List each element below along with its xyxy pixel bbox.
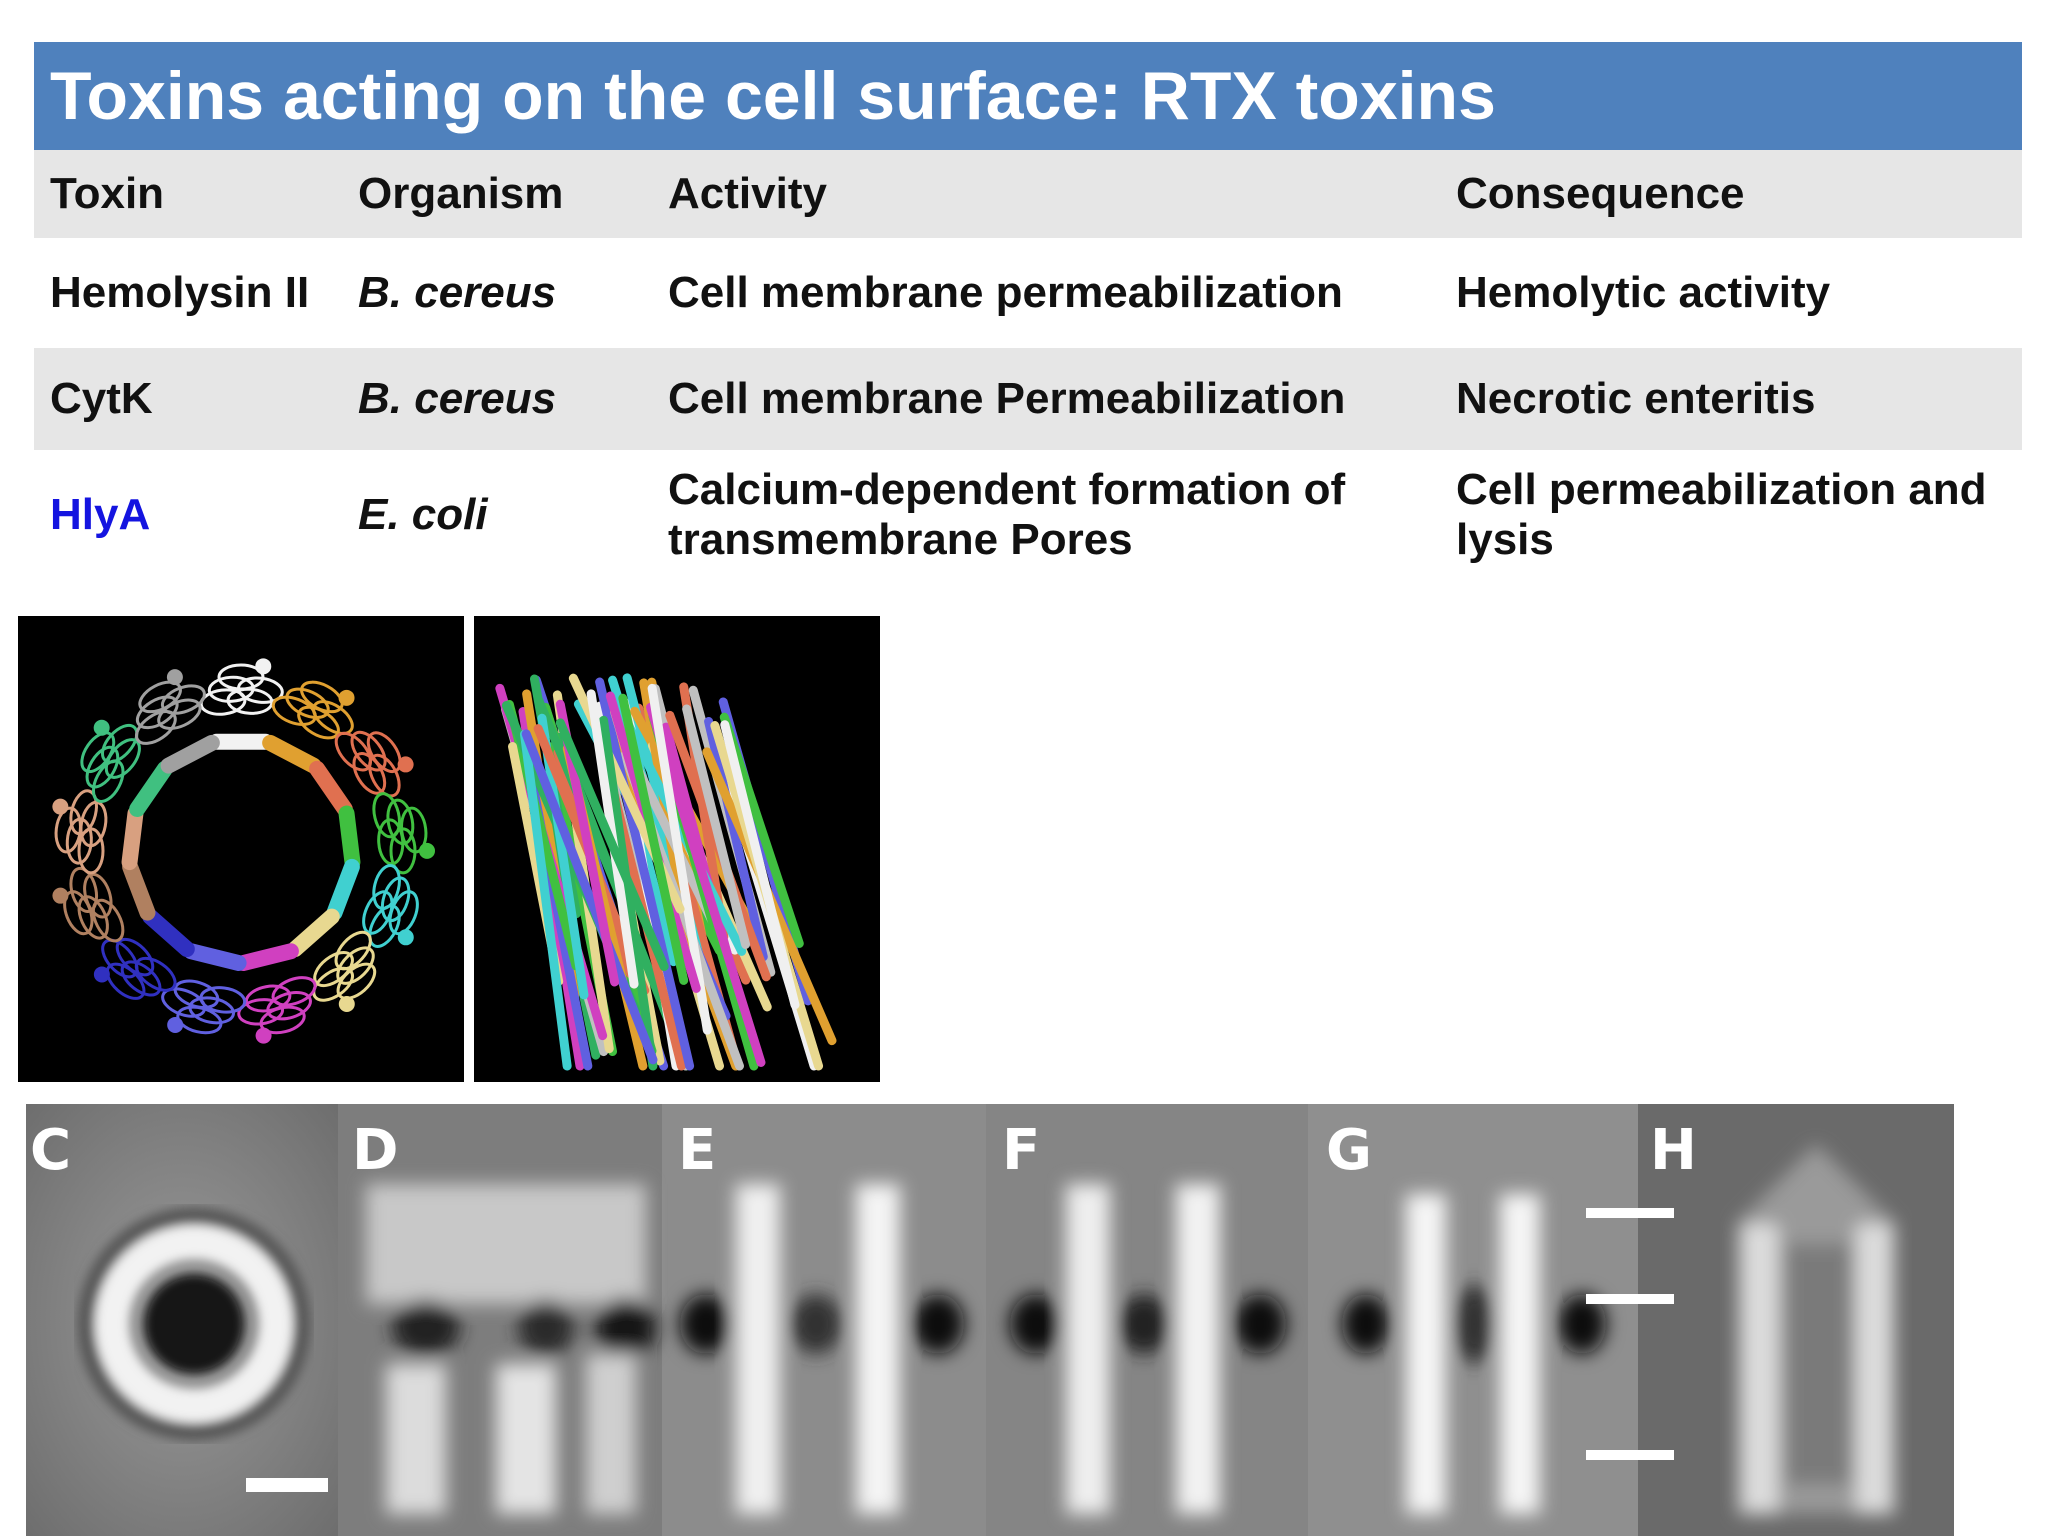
consequence-cell: Cell permeabilization and lysis bbox=[1456, 465, 1987, 564]
protein-bundle-image bbox=[474, 616, 880, 1082]
slide-title: Toxins acting on the cell surface: RTX t… bbox=[50, 58, 1496, 134]
organism-cell: B. cereus bbox=[358, 374, 557, 423]
toxin-cell: CytK bbox=[50, 374, 153, 423]
table-row: CytK B. cereus Cell membrane Permeabiliz… bbox=[34, 348, 2022, 450]
protein-ring-illustration bbox=[52, 658, 435, 1044]
toxin-cell: HlyA bbox=[50, 490, 151, 539]
activity-cell: Cell membrane Permeabilization bbox=[668, 374, 1346, 423]
table-header-row: Toxin Organism Activity Consequence bbox=[34, 150, 2022, 238]
table-row: Hemolysin II B. cereus Cell membrane per… bbox=[34, 238, 2022, 348]
em-label-d: D bbox=[352, 1118, 399, 1183]
em-panels-illustration bbox=[26, 1104, 1954, 1536]
consequence-cell: Necrotic enteritis bbox=[1456, 374, 1816, 423]
protein-ring-image bbox=[18, 616, 464, 1082]
organism-cell: B. cereus bbox=[358, 268, 557, 317]
organism-cell: E. coli bbox=[358, 490, 488, 539]
table-row: HlyA E. coli Calcium-dependent formation… bbox=[34, 450, 2022, 580]
title-bar: Toxins acting on the cell surface: RTX t… bbox=[34, 42, 2022, 150]
em-label-c: C bbox=[30, 1118, 72, 1183]
header-activity: Activity bbox=[668, 169, 827, 218]
header-organism: Organism bbox=[358, 169, 564, 218]
em-image-strip: C D E F G H bbox=[26, 1104, 1954, 1536]
toxin-cell: Hemolysin II bbox=[50, 268, 310, 317]
em-label-g: G bbox=[1326, 1118, 1372, 1183]
em-label-e: E bbox=[678, 1118, 717, 1183]
header-consequence: Consequence bbox=[1456, 169, 1745, 218]
activity-cell: Calcium-dependent formation of transmemb… bbox=[668, 465, 1346, 564]
protein-bundle-illustration bbox=[495, 673, 837, 1071]
consequence-cell: Hemolytic activity bbox=[1456, 268, 1831, 317]
em-label-h: H bbox=[1650, 1118, 1697, 1183]
toxin-table: Toxin Organism Activity Consequence Hemo… bbox=[34, 150, 2022, 580]
header-toxin: Toxin bbox=[50, 169, 165, 218]
em-label-f: F bbox=[1002, 1118, 1041, 1183]
activity-cell: Cell membrane permeabilization bbox=[668, 268, 1343, 317]
